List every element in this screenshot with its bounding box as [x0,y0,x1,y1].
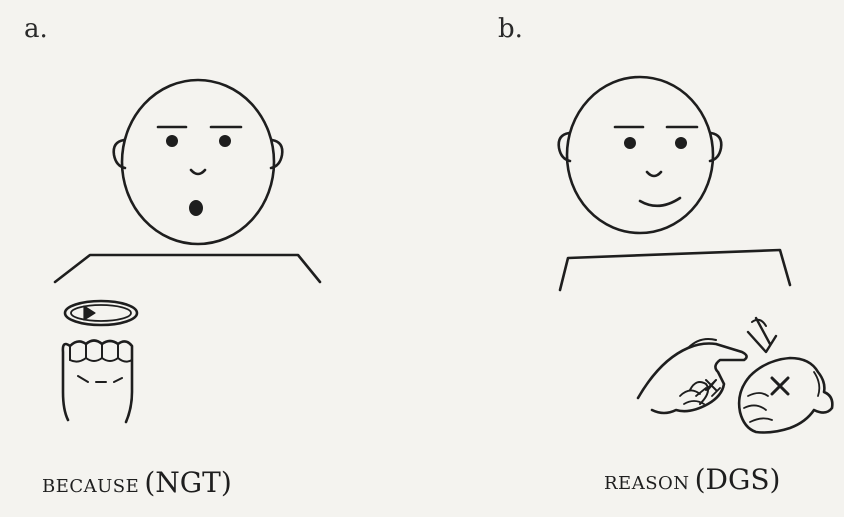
contact-x-icon [770,376,790,396]
active-hand [636,342,748,415]
fist-knuckles [69,343,133,361]
signer-a [53,78,322,284]
signer-a-right-ear [269,138,284,170]
signer-b-eye-right [675,137,687,149]
reason-handshapes-b [636,316,834,434]
signer-a-nose [189,168,207,176]
signer-b-eye-left [624,137,636,149]
signer-b-right-ear [708,131,723,163]
language-b: (DGS) [694,463,781,496]
signer-b-head [565,75,715,235]
because-handshape-a [61,299,139,424]
signer-b-mouth-smile [638,196,682,208]
fist-fingers-curl [69,357,133,363]
arrow-head-icon [83,305,96,321]
passive-open-hand [737,356,834,434]
gloss-b: reason [604,466,690,496]
language-a: (NGT) [144,466,232,499]
caption-a: because (NGT) [42,466,232,499]
signer-a-eye-left [166,135,178,147]
signer-a-shoulders [53,253,322,284]
signer-b-shoulders [558,248,792,292]
signer-b-left-ear [557,131,572,163]
fist-outline [61,339,134,424]
gloss-a: because [42,469,140,499]
signer-b-nose [645,170,663,178]
down-arrow-icon [746,316,778,354]
panel-b-label: b. [498,14,523,44]
fist-thumb-dashed [77,375,123,383]
caption-b: reason (DGS) [604,463,780,496]
circular-movement-arrow-icon [63,299,139,327]
signer-b [557,75,792,292]
signer-a-left-ear [112,138,127,170]
panel-a-label: a. [24,14,48,44]
signer-a-head [120,78,276,246]
signer-a-mouth-rounded [189,200,203,216]
signer-a-eye-right [219,135,231,147]
